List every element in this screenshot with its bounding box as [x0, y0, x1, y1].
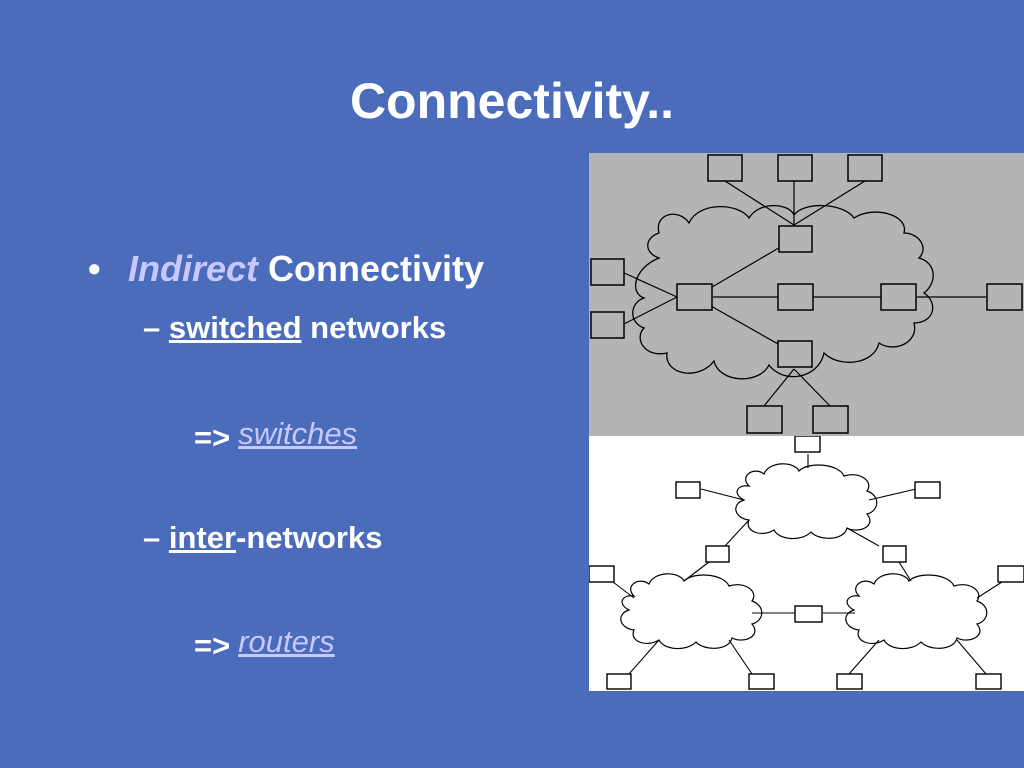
sub-bullet-inter: – inter-networks [143, 520, 382, 556]
router-nodes [589, 436, 1024, 690]
slide-title: Connectivity.. [349, 73, 675, 129]
cloud-left [620, 573, 763, 650]
switch-node [847, 154, 883, 182]
inter-networks-label: -networks [236, 520, 383, 555]
switch-node [778, 225, 813, 253]
connectivity-label: Connectivity [258, 248, 485, 289]
host-node [914, 481, 941, 499]
internetwork-diagram [589, 436, 1024, 691]
switch-node [812, 405, 849, 434]
bullet-indirect-connectivity: • Indirect Connectivity [88, 248, 484, 290]
dash-marker: – [143, 520, 169, 555]
cloud-top [735, 463, 878, 540]
host-node [606, 673, 632, 690]
inter-arrow-line: =>routers [194, 624, 335, 664]
switch-node [880, 283, 917, 311]
switch-node [746, 405, 783, 434]
sub-bullet-switched: – switched networks [143, 310, 446, 346]
switch-node [777, 283, 814, 311]
router-node [794, 605, 823, 623]
switched-network-diagram [589, 153, 1024, 436]
switch-node [590, 311, 625, 339]
networks-label: networks [301, 310, 447, 345]
host-node [748, 673, 775, 690]
switch-node [777, 340, 813, 368]
router-node [882, 545, 907, 563]
host-node [589, 565, 615, 583]
switch-nodes [590, 154, 1023, 434]
cloud-outline [632, 204, 934, 380]
arrow-text: => [194, 420, 231, 455]
host-node [975, 673, 1002, 690]
network-clouds [620, 463, 988, 650]
host-node [836, 673, 863, 690]
arrow-text: => [194, 628, 231, 663]
internetwork-links [612, 454, 1003, 675]
bullet-marker: • [88, 248, 101, 289]
cloud-right [845, 573, 988, 650]
inter-label: inter [168, 520, 237, 555]
routers-link[interactable]: routers [238, 624, 335, 659]
diagram-background [589, 436, 1024, 691]
switch-node [707, 154, 743, 182]
switched-label: switched [168, 310, 302, 345]
switched-arrow-line: =>switches [194, 416, 357, 456]
router-node [705, 545, 730, 563]
host-node [675, 481, 701, 499]
host-node [997, 565, 1024, 583]
indirect-label: Indirect [128, 248, 259, 289]
switch-node [986, 283, 1023, 311]
router-node [794, 436, 821, 453]
switch-node [777, 154, 813, 182]
dash-marker: – [143, 310, 169, 345]
switches-link[interactable]: switches [238, 416, 358, 451]
switch-node [676, 283, 713, 311]
switch-node [590, 258, 625, 286]
